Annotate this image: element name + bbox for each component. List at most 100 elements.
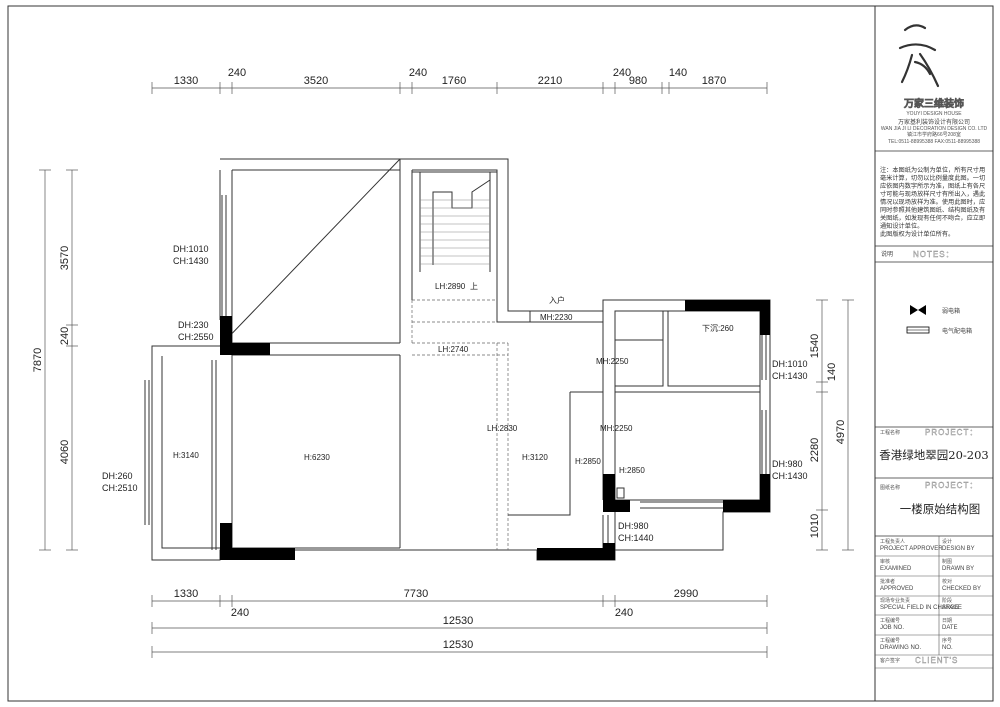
brand-logo <box>898 24 940 88</box>
brand-english: YOUYI DESIGN HOUSE <box>906 111 962 117</box>
dim-bottom-3: 240 <box>615 607 633 619</box>
project-label-en: PROJECT： <box>925 428 978 437</box>
label-sunken: 下沉:260 <box>702 324 734 333</box>
dim-bottom-2: 7730 <box>404 588 428 600</box>
row-3-left-en: SPECIAL FIELD IN CHARGE <box>880 605 959 611</box>
project-label-cn: 工程名称 <box>880 429 900 436</box>
row-4-left-cn: 工程编号 <box>880 617 900 624</box>
dim-left-3: 4060 <box>59 440 71 464</box>
dim-left-2: 7870 <box>32 348 44 372</box>
dim-left-1: 240 <box>59 327 71 345</box>
note-line-1: 毫米计算，切勿以比例量度此图。一切 <box>880 174 985 182</box>
label-up: 上 <box>470 282 478 291</box>
dim-top-7: 980 <box>629 75 647 87</box>
label-entrance: 入户 <box>549 295 565 305</box>
dim-right-2: 2280 <box>809 438 821 462</box>
client-label-en: CLIENT'S <box>915 656 958 665</box>
top-dimension-chain <box>151 82 768 94</box>
dim-top-8: 140 <box>669 67 687 79</box>
title-block: 万家三维装饰 YOUYI DESIGN HOUSE 万家基利装饰设计有限公司 W… <box>875 24 993 669</box>
dim-top-6: 240 <box>613 67 631 79</box>
stair-treads <box>420 199 490 265</box>
dim-top-3: 240 <box>409 67 427 79</box>
company-english: WAN JIA JI LI DECORATION DESIGN CO. LTD <box>881 126 988 132</box>
row-2-right-en: CHECKED BY <box>942 586 981 592</box>
label-dh980-right: DH:980 <box>772 459 803 469</box>
dim-top-4: 1760 <box>442 75 466 87</box>
notes-label-cn: 说明 <box>881 250 893 258</box>
dim-top-0: 1330 <box>174 75 198 87</box>
dim-top-1: 240 <box>228 67 246 79</box>
drawing-name: 一楼原始结构图 <box>900 502 981 516</box>
row-4-right-en: DATE <box>942 625 958 631</box>
note-line-7: 通知设计单位。 <box>880 222 923 230</box>
dim-top-5: 2210 <box>538 75 562 87</box>
note-line-8: 此图版权为设计单位所有。 <box>880 230 954 238</box>
legend-label-0: 弱电箱 <box>942 307 960 315</box>
label-lh2830: LH:2830 <box>487 424 518 433</box>
label-lh2890: LH:2890 <box>435 282 466 291</box>
outer-wall-inner-line <box>161 169 761 549</box>
staircase <box>412 171 497 272</box>
right-dimension-chain <box>816 299 854 551</box>
row-0-right-cn: 设计 <box>942 538 952 545</box>
approval-grid <box>875 536 993 656</box>
label-ch2510: CH:2510 <box>102 483 138 493</box>
dim-bottom-4: 2990 <box>674 588 698 600</box>
row-1-right-cn: 制图 <box>942 558 952 565</box>
label-mh2230: MH:2230 <box>540 313 573 322</box>
company-name: 万家基利装饰设计有限公司 <box>898 118 970 126</box>
row-2-left-cn: 批准者 <box>880 578 895 585</box>
note-line-2: 应依图内数字所示为准，图纸上有各尺 <box>880 182 985 190</box>
label-dh230: DH:230 <box>178 320 209 330</box>
row-2-right-cn: 校对 <box>942 578 952 585</box>
drawing-frame <box>7 5 994 702</box>
row-1-right-en: DRAWN BY <box>942 566 974 572</box>
weak-current-box-icon <box>910 305 926 315</box>
dim-right-1: 140 <box>826 363 838 381</box>
label-ch1430-right: CH:1430 <box>772 371 808 381</box>
row-1-left-en: EXAMINED <box>880 566 912 572</box>
label-ch1440: CH:1440 <box>618 533 654 543</box>
label-mh2250-b: MH:2250 <box>600 424 633 433</box>
company-phone: TEL:0511-88995388 FAX:0511-88995388 <box>888 139 980 145</box>
electric-box-icon <box>906 326 930 334</box>
label-ch2550: CH:2550 <box>178 332 214 342</box>
label-h3140: H:3140 <box>173 451 199 460</box>
label-h2850-b: H:2850 <box>619 466 645 475</box>
dim-bottom-total-1: 12530 <box>443 615 474 627</box>
left-dimension-chain <box>39 169 78 551</box>
drawing-label-cn: 图纸名称 <box>880 484 900 491</box>
dim-right-0: 1540 <box>809 334 821 358</box>
floor-plan <box>144 158 771 561</box>
row-0-left-cn: 工程负责人 <box>880 538 905 545</box>
note-line-3: 寸可能与现场放样尺寸有所出入，遇此 <box>880 190 985 198</box>
label-h6230: H:6230 <box>304 453 330 462</box>
dim-top-9: 1870 <box>702 75 726 87</box>
dim-top-2: 3520 <box>304 75 328 87</box>
label-dh1010-top: DH:1010 <box>173 244 209 254</box>
structural-columns <box>220 300 770 560</box>
dim-bottom-0: 1330 <box>174 588 198 600</box>
row-4-left-en: JOB NO. <box>880 625 904 631</box>
row-0-right-en: DESIGN BY <box>942 546 975 552</box>
client-label-cn: 客户签字 <box>880 657 900 664</box>
row-5-right-cn: 序号 <box>942 637 952 644</box>
room-storage <box>614 310 664 387</box>
notes-label-en: NOTES： <box>913 250 955 259</box>
dim-bottom-1: 240 <box>231 607 249 619</box>
drawing-label-en: PROJECT： <box>925 481 978 490</box>
room-sunken <box>667 310 761 387</box>
stair-arrow <box>432 179 491 265</box>
label-dh1010-right: DH:1010 <box>772 359 808 369</box>
label-mh2250-a: MH:2250 <box>596 357 629 366</box>
note-line-5: 同时参照其他建筑图纸、结构图纸及有 <box>880 206 985 214</box>
row-3-left-cn: 现场专业负责 <box>880 597 910 604</box>
row-4-right-cn: 日期 <box>942 618 952 624</box>
label-dh260: DH:260 <box>102 471 133 481</box>
bottom-dimension-chains <box>151 595 768 658</box>
row-0-left-en: PROJECT APPROVER <box>880 546 943 552</box>
row-3-right-en: STAGE <box>942 605 962 611</box>
row-1-left-cn: 审核 <box>880 558 890 565</box>
